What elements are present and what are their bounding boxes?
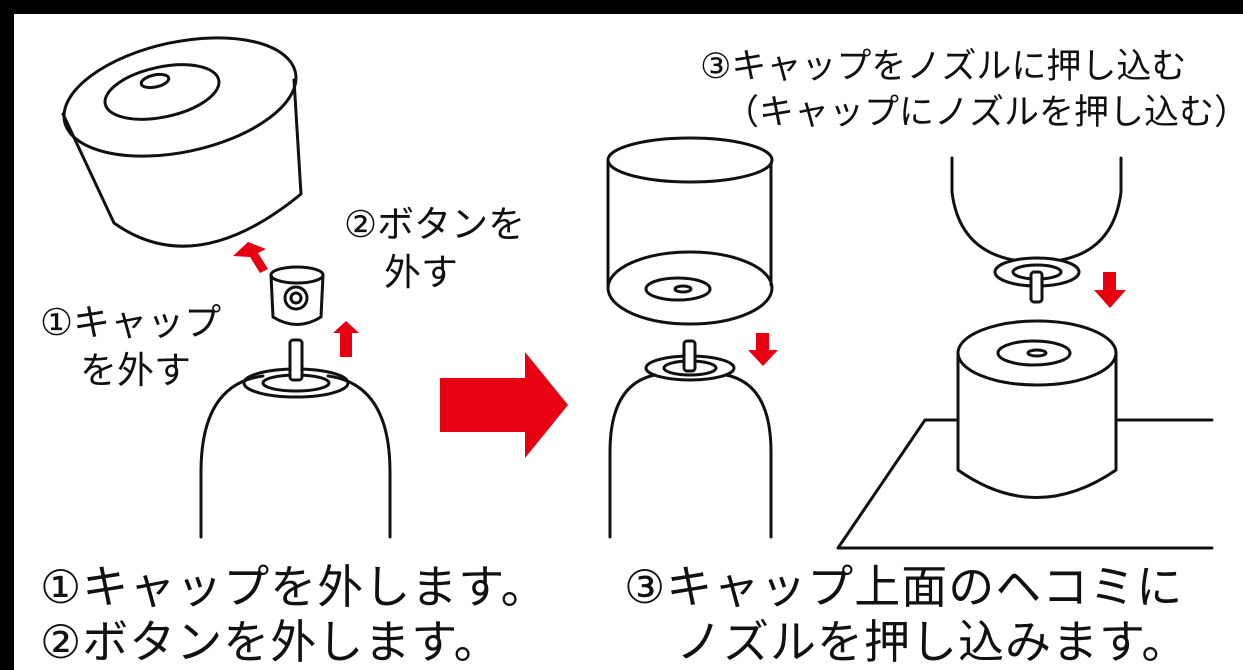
spray-can-icon bbox=[199, 338, 392, 539]
arrow-down-middle-icon bbox=[748, 333, 778, 366]
big-right-arrow-icon bbox=[440, 352, 568, 458]
caption-left-line2: ②ボタンを外します。 bbox=[40, 615, 501, 669]
inverted-can-icon bbox=[950, 156, 1123, 304]
cap-removed-icon bbox=[61, 36, 303, 248]
step2-short-label-line2: 外す bbox=[384, 251, 458, 294]
caption-left-line1: ①キャップを外します。 bbox=[40, 560, 548, 614]
step1-short-label-line1: ①キャップ bbox=[40, 301, 222, 344]
caption-right-line1: ③キャップ上面のヘコミに bbox=[624, 560, 1184, 614]
arrow-down-right-icon bbox=[1094, 272, 1126, 308]
spray-can-middle-icon bbox=[608, 339, 773, 539]
caption-right-line2: ノズルを押し込みます。 bbox=[676, 615, 1189, 669]
arrow-up-button-icon bbox=[333, 321, 359, 357]
step1-short-label-line2: を外す bbox=[80, 349, 191, 392]
instruction-panel: ①キャップ を外す ②ボタンを 外す ③キャップをノズルに押し込む （キャップに… bbox=[14, 14, 1243, 670]
step3-title-line2: （キャップにノズルを押し込む） bbox=[724, 93, 1243, 133]
button-icon bbox=[269, 265, 325, 326]
cap-on-surface-icon bbox=[956, 319, 1118, 499]
instruction-illustration bbox=[61, 36, 1214, 550]
cap-above-icon bbox=[606, 136, 774, 326]
step2-short-label-line1: ②ボタンを bbox=[344, 203, 526, 246]
step3-title-line1: ③キャップをノズルに押し込む bbox=[700, 47, 1187, 87]
arrow-up-cap-icon bbox=[233, 242, 268, 273]
